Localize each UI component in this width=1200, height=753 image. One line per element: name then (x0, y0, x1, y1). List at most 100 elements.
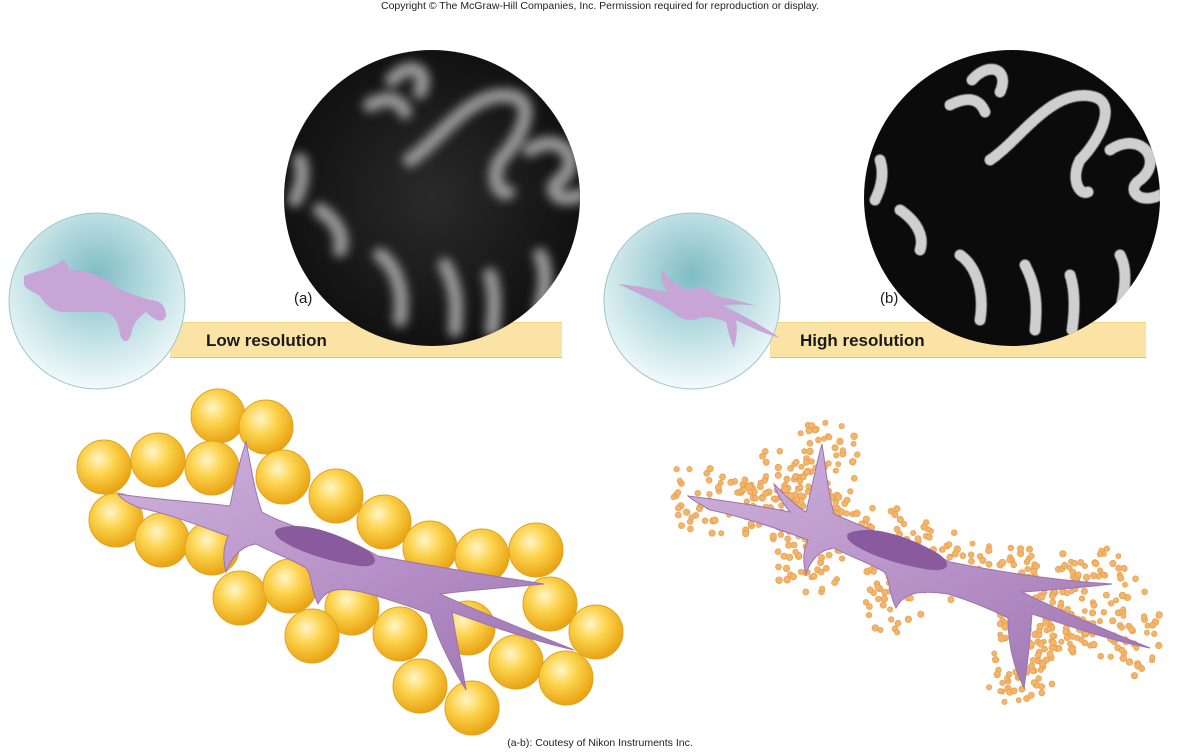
high-res-dot (1010, 687, 1018, 695)
high-res-dot (1036, 622, 1044, 631)
high-res-dot (686, 466, 693, 473)
high-res-dot (896, 515, 904, 523)
high-res-dot (997, 688, 1004, 695)
high-res-cell-illustration (670, 419, 1163, 705)
high-res-dot (1030, 568, 1038, 576)
high-res-dot (792, 473, 799, 480)
high-res-dot (752, 495, 759, 502)
high-res-dot (969, 540, 976, 547)
high-res-dot (769, 532, 777, 540)
high-res-dot (900, 520, 908, 528)
high-res-dot (785, 553, 794, 561)
high-res-cell-nucleus (847, 530, 947, 571)
high-res-dot (1063, 634, 1071, 642)
high-res-dot (1027, 691, 1035, 699)
high-res-dot (1097, 567, 1104, 574)
high-res-dot (847, 488, 854, 495)
high-res-dot (821, 435, 828, 442)
high-res-dot (1118, 646, 1126, 654)
high-res-dot (708, 529, 716, 537)
low-res-micrograph (284, 50, 580, 346)
high-res-dot (1023, 558, 1031, 566)
high-res-dot (838, 423, 845, 430)
high-res-dot (1100, 609, 1108, 616)
high-res-dot (1109, 617, 1117, 625)
high-res-dot (850, 432, 858, 440)
high-res-dot (866, 586, 874, 594)
high-res-dot (1033, 562, 1040, 570)
low-res-cell-illustration (76, 388, 624, 736)
high-res-dot (875, 595, 882, 603)
high-res-dot (914, 535, 922, 543)
high-res-dot (797, 484, 804, 491)
high-res-dot (762, 458, 770, 466)
high-res-dot (1037, 666, 1044, 673)
high-res-dot (947, 595, 955, 603)
high-res-dot (1090, 601, 1098, 609)
high-res-dot (694, 490, 701, 497)
high-res-dot (1109, 559, 1117, 567)
high-res-dot (839, 447, 847, 454)
high-res-dot (742, 530, 750, 538)
high-res-dot (833, 452, 840, 459)
high-res-dot (803, 468, 810, 476)
high-res-dot (782, 564, 791, 573)
high-res-dot (993, 671, 1001, 679)
high-res-dot (862, 599, 870, 606)
high-res-dot (997, 634, 1006, 643)
high-res-dot (783, 575, 791, 584)
high-res-dot (687, 525, 694, 533)
high-res-dot (1149, 621, 1157, 629)
high-res-dot (1149, 654, 1156, 660)
high-res-dot (938, 546, 946, 553)
high-res-dot (762, 489, 769, 497)
high-res-dot (1097, 652, 1104, 660)
high-res-dot (874, 583, 882, 591)
high-res-dot (870, 568, 877, 575)
high-res-dot (1090, 640, 1098, 649)
high-res-dot (1048, 644, 1056, 652)
high-res-dot (673, 466, 680, 473)
high-res-dot (866, 603, 873, 610)
high-res-dot (850, 474, 858, 482)
high-res-dot (1049, 632, 1056, 639)
high-res-dot (688, 514, 695, 521)
high-res-dot (888, 616, 895, 623)
high-res-dot (1144, 629, 1150, 636)
high-res-dot (1128, 626, 1136, 634)
high-res-dot (1034, 651, 1042, 659)
high-res-dot (922, 519, 930, 526)
high-res-dot (1097, 618, 1104, 625)
high-res-dot (817, 568, 825, 576)
high-res-dot (797, 430, 804, 437)
high-res-dot (880, 595, 889, 603)
high-res-dot (893, 505, 901, 513)
high-res-dot (774, 548, 782, 556)
high-res-dot (719, 473, 726, 481)
high-res-dot (752, 489, 758, 495)
low-res-blobs (76, 388, 624, 736)
high-res-dot (745, 483, 753, 491)
high-res-dot (1037, 640, 1045, 648)
high-res-dot (784, 535, 792, 543)
high-res-dot (1117, 574, 1125, 582)
high-res-dot (835, 461, 842, 467)
high-res-dot (825, 551, 833, 559)
high-res-dot (959, 552, 967, 560)
high-res-dot (1066, 564, 1073, 571)
high-res-dot (881, 588, 889, 596)
copyright-notice: Copyright © The McGraw-Hill Companies, I… (380, 0, 820, 12)
high-res-dot (1010, 561, 1018, 569)
high-res-dot (670, 494, 677, 501)
high-res-dot (1118, 591, 1127, 600)
high-res-dot (674, 511, 682, 519)
high-res-dot (675, 505, 682, 512)
high-res-dot (741, 476, 749, 484)
high-res-dot (797, 568, 805, 575)
high-res-dot (985, 560, 993, 568)
high-res-dot (801, 448, 808, 455)
high-res-dot (985, 546, 993, 555)
high-res-dot (701, 517, 709, 524)
high-res-dot (1155, 611, 1163, 619)
high-res-dot (1048, 680, 1056, 688)
